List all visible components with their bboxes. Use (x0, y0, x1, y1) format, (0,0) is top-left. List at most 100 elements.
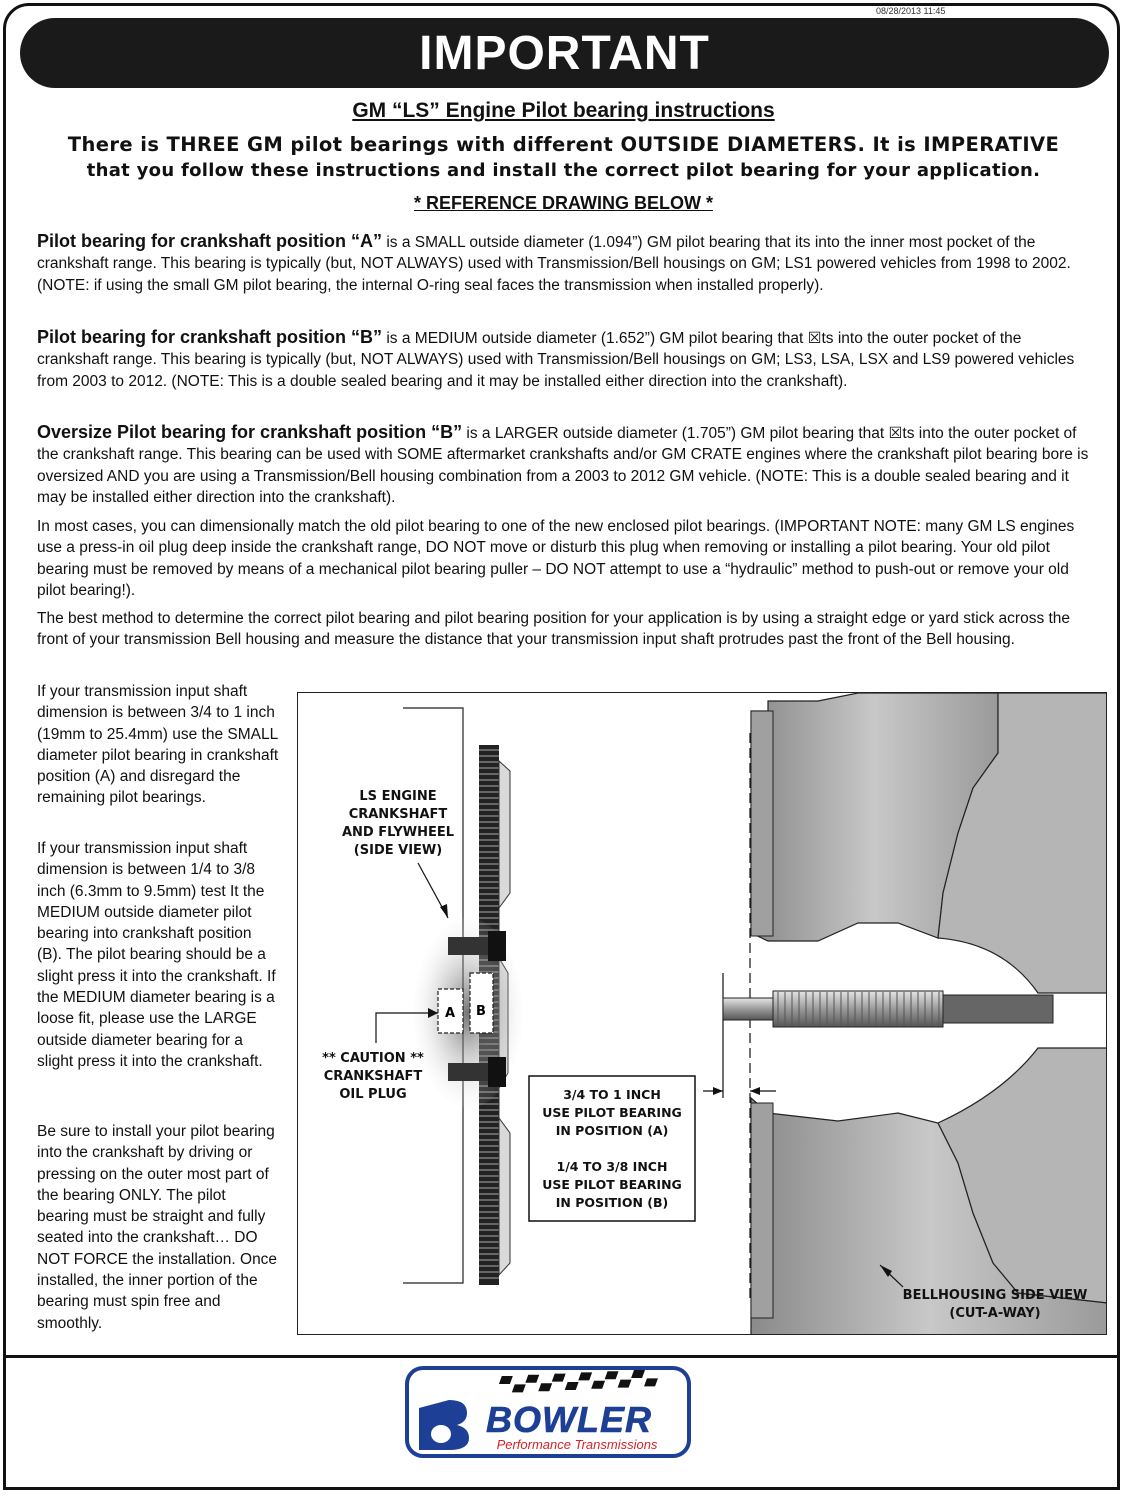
flywheel-tooth (479, 851, 499, 853)
engine-label-line: (SIDE VIEW) (354, 843, 442, 858)
page-frame (3, 3, 1120, 1490)
flywheel-tooth (479, 797, 499, 799)
position-b-label: B (476, 1004, 486, 1019)
flywheel-tooth (479, 1205, 499, 1207)
flywheel-tooth (479, 1253, 499, 1255)
flywheel-tooth (479, 1121, 499, 1123)
flywheel-tooth (479, 1211, 499, 1213)
flywheel-tooth (479, 803, 499, 805)
section-position-b: Pilot bearing for crankshaft position “B… (37, 327, 1092, 392)
engine-label-line: CRANKSHAFT (349, 807, 448, 822)
bellhousing-upper-rear (937, 693, 1106, 994)
flywheel-tooth (479, 863, 499, 865)
section-heading: Pilot bearing for crankshaft position “A… (37, 231, 383, 251)
flywheel-tooth (479, 1157, 499, 1159)
section-text: is a SMALL outside diameter (1.094”) GM … (37, 234, 1071, 294)
checker-square (617, 1379, 632, 1388)
flywheel-tooth (479, 1151, 499, 1153)
flywheel-tooth (479, 1229, 499, 1231)
flywheel-tooth (479, 749, 499, 751)
logo-brand: BOWLER (486, 1399, 652, 1440)
instruction-line: 3/4 TO 1 INCH (563, 1087, 661, 1102)
flywheel-tooth (479, 839, 499, 841)
caution-label-line: ** CAUTION ** (322, 1051, 424, 1066)
instruction-line: 1/4 TO 3/8 INCH (557, 1159, 668, 1174)
section-heading: Pilot bearing for crankshaft position “B… (37, 327, 383, 347)
flywheel-tooth (479, 1109, 499, 1111)
flywheel-tooth (479, 1277, 499, 1279)
instruction-line: USE PILOT BEARING (542, 1177, 682, 1192)
checkered-flag-icon (498, 1370, 658, 1393)
section-text: is a LARGER outside diameter (1.705”) GM… (37, 425, 1089, 506)
instruction-box (528, 1075, 696, 1222)
bowler-logo-svg: BOWLER Performance Transmissions (419, 1370, 658, 1452)
bowler-logo: BOWLER Performance Transmissions (405, 1366, 691, 1458)
document-title: GM “LS” Engine Pilot bearing instruction… (352, 99, 775, 122)
flywheel-tooth (479, 1115, 499, 1117)
intro-line-2: that you follow these instructions and i… (86, 160, 1041, 181)
flywheel-tooth (479, 1193, 499, 1195)
important-banner: IMPORTANT (20, 18, 1109, 88)
flywheel-tooth (479, 1133, 499, 1135)
checker-square (525, 1374, 540, 1383)
flywheel-tooth (479, 821, 499, 823)
side-paragraph-medium: If your transmission input shaft dimensi… (37, 840, 276, 1070)
flywheel-tooth (479, 767, 499, 769)
reference-note: * REFERENCE DRAWING BELOW * (413, 193, 713, 213)
flywheel-tooth (479, 893, 499, 895)
flywheel-tooth (479, 923, 499, 925)
input-shaft-body (942, 994, 1054, 1024)
flywheel-tooth (479, 833, 499, 835)
flywheel-tooth (479, 857, 499, 859)
bellhousing-flange-lower (750, 1102, 774, 1319)
checker-square (511, 1384, 526, 1393)
paragraph-most-cases: In most cases, you can dimensionally mat… (37, 518, 1075, 599)
checker-square (578, 1372, 593, 1381)
flywheel-tooth (479, 791, 499, 793)
instruction-line: IN POSITION (B) (556, 1195, 668, 1210)
checker-square (551, 1373, 566, 1382)
checker-square (604, 1371, 619, 1380)
flywheel-tooth (479, 1181, 499, 1183)
input-shaft-tip (722, 997, 774, 1021)
upper-bolt-head (488, 931, 506, 961)
flywheel-tooth (479, 1169, 499, 1171)
flywheel-tooth (479, 899, 499, 901)
caution-label-line: OIL PLUG (339, 1087, 406, 1102)
logo-tagline: Performance Transmissions (497, 1437, 658, 1452)
checker-square (538, 1383, 553, 1392)
paragraph-best-method: The best method to determine the correct… (37, 610, 1071, 649)
timestamp: 08/28/2013 11:45 (876, 6, 946, 16)
flywheel-tooth (479, 845, 499, 847)
footer-divider (6, 1355, 1118, 1358)
flywheel-tooth (479, 1139, 499, 1141)
flywheel-tooth (479, 1271, 499, 1273)
reference-drawing-svg: A B LS ENGINE CRANKSHAFT AND FLYWHEEL (S… (322, 693, 1106, 1334)
dimension-arrowhead-left (713, 1087, 723, 1095)
flywheel-tooth (479, 905, 499, 907)
checker-square (591, 1380, 606, 1389)
bellhousing-leader-arrow (880, 1265, 892, 1277)
flywheel-tooth (479, 887, 499, 889)
flywheel-tooth (479, 881, 499, 883)
engine-leader-arrow (440, 904, 448, 918)
flywheel-tooth (479, 875, 499, 877)
bellhousing-label-line: (CUT-A-WAY) (949, 1306, 1040, 1321)
lower-bolt-head (488, 1057, 506, 1087)
bellhousing-lower-rear (937, 1047, 1106, 1304)
flywheel-tooth (479, 1175, 499, 1177)
upper-bolt-shank (448, 937, 488, 955)
reference-drawing: A B LS ENGINE CRANKSHAFT AND FLYWHEEL (S… (297, 692, 1107, 1335)
flywheel-tooth (479, 755, 499, 757)
flywheel-tooth (479, 809, 499, 811)
section-heading: Oversize Pilot bearing for crankshaft po… (37, 422, 463, 442)
input-shaft-spline (772, 990, 944, 1028)
flywheel-tooth (479, 1199, 499, 1201)
flywheel-tooth (479, 1265, 499, 1267)
flywheel-tooth (479, 1163, 499, 1165)
bellhousing-label-line: BELLHOUSING SIDE VIEW (903, 1288, 1088, 1303)
instruction-line: USE PILOT BEARING (542, 1105, 682, 1120)
caution-leader-line (375, 1012, 438, 1043)
flywheel-tooth (479, 1145, 499, 1147)
flywheel-tooth (479, 1259, 499, 1261)
